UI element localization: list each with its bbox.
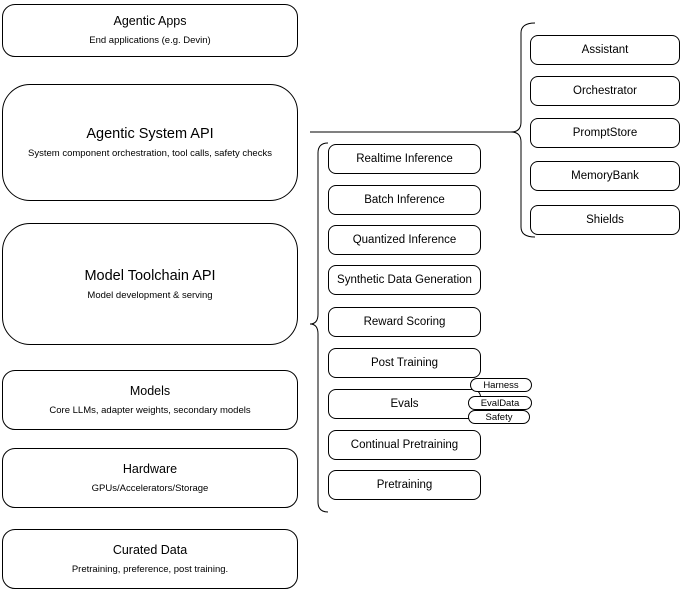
box-label: Evals — [390, 398, 419, 410]
box-agentic-system-api: Agentic System API System component orch… — [2, 84, 298, 201]
tag-harness: Harness — [470, 378, 532, 392]
middle-box-pretraining: Pretraining — [328, 470, 481, 500]
tag-evaldata: EvalData — [468, 396, 532, 410]
tag-safety: Safety — [468, 410, 530, 424]
middle-box-post-training: Post Training — [328, 348, 481, 378]
middle-column-brace — [309, 142, 329, 513]
box-label: Batch Inference — [364, 194, 445, 206]
box-label: PromptStore — [572, 127, 638, 139]
right-box-memorybank: MemoryBank — [530, 161, 680, 191]
box-label: Post Training — [370, 357, 439, 369]
box-title: Models — [129, 383, 171, 398]
tag-label: Harness — [483, 379, 519, 391]
box-label: Pretraining — [376, 479, 433, 491]
middle-box-synthetic-data-generation: Synthetic Data Generation — [328, 265, 481, 295]
box-title: Agentic Apps — [113, 14, 187, 29]
box-subtitle: System component orchestration, tool cal… — [28, 148, 272, 160]
tag-label: Safety — [485, 411, 513, 423]
box-label: Shields — [586, 214, 624, 226]
middle-box-evals: Evals — [328, 389, 481, 419]
box-hardware: Hardware GPUs/Accelerators/Storage — [2, 448, 298, 508]
box-title: Agentic System API — [86, 126, 214, 143]
box-title: Curated Data — [112, 542, 188, 557]
middle-box-batch-inference: Batch Inference — [328, 185, 481, 215]
box-label: Reward Scoring — [363, 316, 446, 328]
box-label: Orchestrator — [573, 85, 637, 97]
box-title: Hardware — [122, 461, 178, 476]
box-subtitle: GPUs/Accelerators/Storage — [91, 482, 209, 494]
box-subtitle: Core LLMs, adapter weights, secondary mo… — [49, 404, 251, 416]
middle-box-reward-scoring: Reward Scoring — [328, 307, 481, 337]
box-agentic-apps: Agentic Apps End applications (e.g. Devi… — [2, 4, 298, 57]
right-box-assistant: Assistant — [530, 35, 680, 65]
middle-box-realtime-inference: Realtime Inference — [328, 144, 481, 174]
tag-label: EvalData — [480, 397, 520, 409]
box-label: Realtime Inference — [356, 153, 453, 165]
right-box-promptstore: PromptStore — [530, 118, 680, 148]
box-models: Models Core LLMs, adapter weights, secon… — [2, 370, 298, 430]
box-curated-data: Curated Data Pretraining, preference, po… — [2, 529, 298, 589]
middle-box-continual-pretraining: Continual Pretraining — [328, 430, 481, 460]
box-model-toolchain-api: Model Toolchain API Model development & … — [2, 223, 298, 345]
right-box-orchestrator: Orchestrator — [530, 76, 680, 106]
right-box-shields: Shields — [530, 205, 680, 235]
box-label: Assistant — [581, 44, 629, 56]
box-subtitle: Model development & serving — [87, 289, 213, 301]
box-title: Model Toolchain API — [84, 267, 216, 284]
box-label: MemoryBank — [571, 170, 639, 182]
box-label: Quantized Inference — [352, 234, 457, 246]
middle-box-quantized-inference: Quantized Inference — [328, 225, 481, 255]
box-subtitle: Pretraining, preference, post training. — [71, 563, 229, 575]
box-subtitle: End applications (e.g. Devin) — [89, 35, 211, 47]
box-label: Synthetic Data Generation — [337, 274, 472, 286]
box-label: Continual Pretraining — [350, 439, 459, 451]
